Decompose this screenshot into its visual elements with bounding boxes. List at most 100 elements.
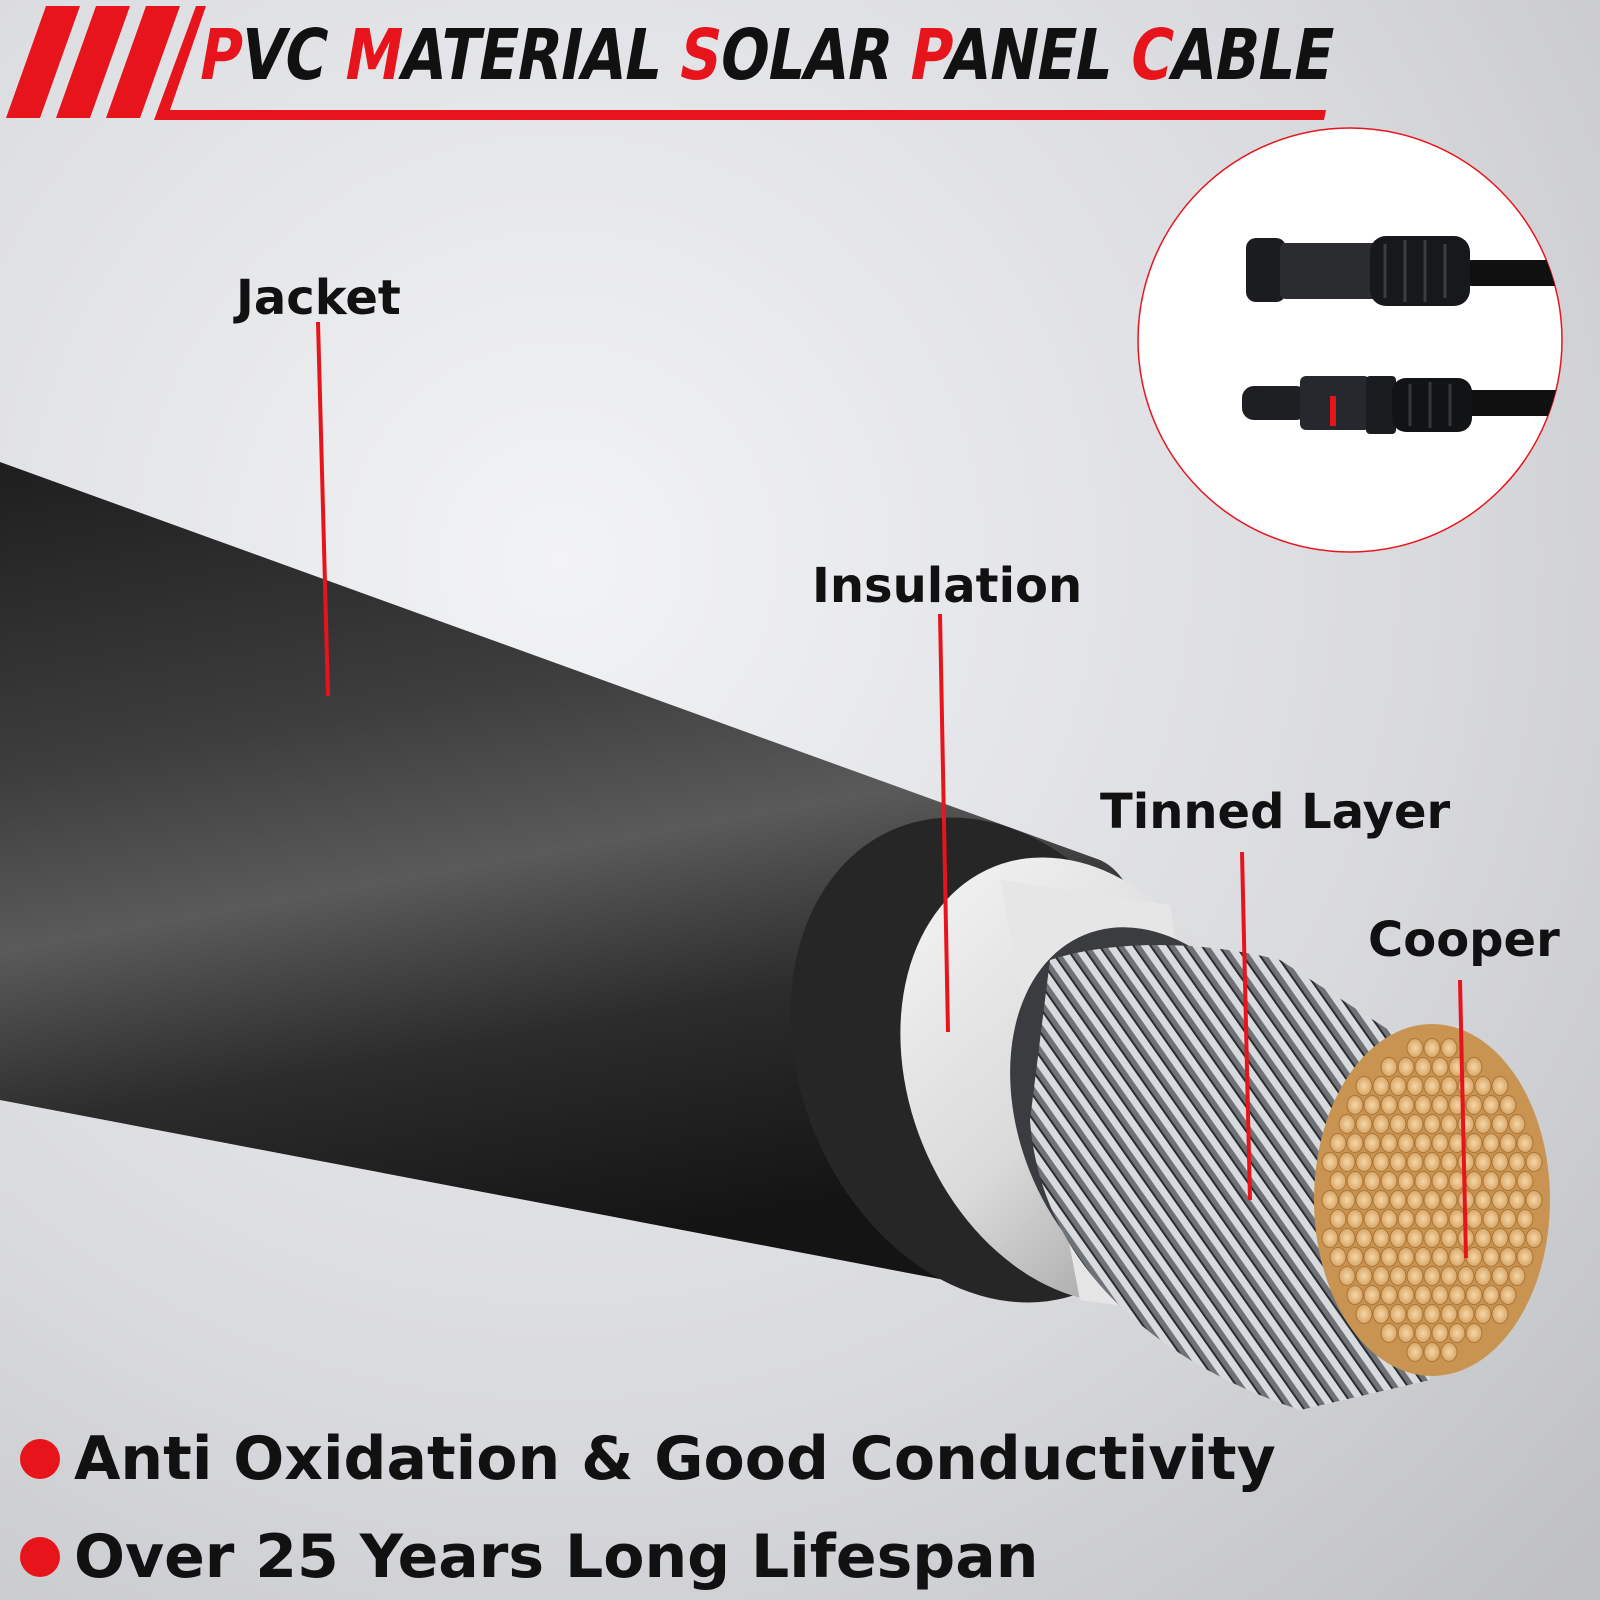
title-word: CABLE bbox=[1124, 14, 1340, 96]
copper-strand bbox=[1321, 1190, 1339, 1210]
copper-strand bbox=[1482, 1247, 1500, 1267]
copper-strand bbox=[1397, 1057, 1415, 1077]
copper-strand bbox=[1525, 1228, 1543, 1248]
copper-strand bbox=[1423, 1152, 1441, 1172]
copper-strand bbox=[1474, 1228, 1492, 1248]
feature-text: Over 25 Years Long Lifespan bbox=[74, 1522, 1039, 1592]
copper-strand bbox=[1423, 1114, 1441, 1134]
copper-strand bbox=[1508, 1114, 1526, 1134]
copper-strand bbox=[1380, 1323, 1398, 1343]
copper-strand bbox=[1474, 1304, 1492, 1324]
bullet-dot-icon bbox=[20, 1439, 60, 1479]
copper-strand bbox=[1406, 1304, 1424, 1324]
copper-strand bbox=[1423, 1228, 1441, 1248]
copper-strand bbox=[1406, 1076, 1424, 1096]
copper-strand bbox=[1525, 1152, 1543, 1172]
copper-strand bbox=[1389, 1228, 1407, 1248]
connector-inset bbox=[1137, 127, 1563, 553]
copper-strand bbox=[1389, 1304, 1407, 1324]
copper-strand bbox=[1372, 1266, 1390, 1286]
copper-strand bbox=[1406, 1190, 1424, 1210]
title-word: SOLAR bbox=[673, 14, 899, 96]
copper-strand bbox=[1465, 1133, 1483, 1153]
copper-strand bbox=[1406, 1266, 1424, 1286]
copper-strand bbox=[1491, 1266, 1509, 1286]
copper-strand bbox=[1389, 1076, 1407, 1096]
copper-label: Cooper bbox=[1368, 912, 1560, 968]
copper-strand bbox=[1448, 1323, 1466, 1343]
copper-strand bbox=[1406, 1342, 1424, 1362]
copper-strand bbox=[1508, 1190, 1526, 1210]
copper-strand bbox=[1482, 1095, 1500, 1115]
copper-strand bbox=[1355, 1228, 1373, 1248]
copper-strand bbox=[1372, 1152, 1390, 1172]
copper-strand bbox=[1465, 1057, 1483, 1077]
copper-strand bbox=[1525, 1190, 1543, 1210]
copper-strand bbox=[1355, 1076, 1373, 1096]
copper-strand bbox=[1389, 1114, 1407, 1134]
insulation-label: Insulation bbox=[812, 558, 1083, 614]
copper-strand bbox=[1423, 1076, 1441, 1096]
copper-strand bbox=[1372, 1228, 1390, 1248]
copper-strand bbox=[1508, 1228, 1526, 1248]
copper-strand bbox=[1440, 1266, 1458, 1286]
copper-strand bbox=[1346, 1095, 1364, 1115]
copper-strand bbox=[1380, 1209, 1398, 1229]
header-slashes bbox=[6, 6, 180, 118]
page-title: PVC MATERIAL SOLAR PANEL CABLE bbox=[193, 12, 1341, 98]
copper-strand bbox=[1465, 1285, 1483, 1305]
title-word-rest: ABLE bbox=[1165, 14, 1341, 96]
copper-strand bbox=[1431, 1323, 1449, 1343]
title-word-rest: ATERIAL bbox=[394, 14, 669, 96]
copper-strand bbox=[1448, 1209, 1466, 1229]
copper-strand bbox=[1431, 1095, 1449, 1115]
copper-strand bbox=[1346, 1247, 1364, 1267]
copper-strand bbox=[1389, 1266, 1407, 1286]
insulation-leader bbox=[938, 613, 950, 1033]
copper-strand bbox=[1482, 1209, 1500, 1229]
copper-strand bbox=[1397, 1285, 1415, 1305]
copper-strand bbox=[1440, 1038, 1458, 1058]
jacket-leader bbox=[316, 321, 330, 697]
copper-strand bbox=[1491, 1076, 1509, 1096]
copper-strand bbox=[1431, 1133, 1449, 1153]
copper-strand bbox=[1355, 1304, 1373, 1324]
copper-strand bbox=[1440, 1190, 1458, 1210]
copper-strand bbox=[1431, 1171, 1449, 1191]
copper-strand bbox=[1346, 1133, 1364, 1153]
copper-strand bbox=[1448, 1247, 1466, 1267]
copper-strand bbox=[1465, 1247, 1483, 1267]
copper-strand bbox=[1482, 1133, 1500, 1153]
copper-strand bbox=[1440, 1152, 1458, 1172]
copper-strand bbox=[1516, 1133, 1534, 1153]
feature-item: Over 25 Years Long Lifespan bbox=[20, 1522, 1038, 1592]
copper-strand bbox=[1448, 1285, 1466, 1305]
copper-strand bbox=[1372, 1190, 1390, 1210]
copper-strand bbox=[1423, 1038, 1441, 1058]
copper-strand bbox=[1508, 1152, 1526, 1172]
copper-strand bbox=[1508, 1266, 1526, 1286]
copper-strand bbox=[1414, 1057, 1432, 1077]
copper-strand bbox=[1516, 1209, 1534, 1229]
copper-strand bbox=[1414, 1209, 1432, 1229]
title-word: MATERIAL bbox=[339, 14, 669, 96]
copper-strand bbox=[1457, 1266, 1475, 1286]
copper-strand bbox=[1363, 1133, 1381, 1153]
copper-strand bbox=[1346, 1209, 1364, 1229]
copper-strand bbox=[1363, 1247, 1381, 1267]
copper-strand bbox=[1355, 1266, 1373, 1286]
copper-strand bbox=[1380, 1285, 1398, 1305]
copper-strand bbox=[1397, 1133, 1415, 1153]
copper-strand bbox=[1355, 1152, 1373, 1172]
copper-leader bbox=[1458, 979, 1468, 1259]
copper-strand bbox=[1397, 1171, 1415, 1191]
copper-strand bbox=[1329, 1209, 1347, 1229]
copper-strand bbox=[1457, 1114, 1475, 1134]
copper-strand bbox=[1491, 1114, 1509, 1134]
copper-strand bbox=[1355, 1190, 1373, 1210]
copper-strand bbox=[1414, 1095, 1432, 1115]
copper-strand bbox=[1414, 1247, 1432, 1267]
copper-strand bbox=[1389, 1152, 1407, 1172]
copper-strand bbox=[1406, 1038, 1424, 1058]
copper-strand bbox=[1380, 1171, 1398, 1191]
